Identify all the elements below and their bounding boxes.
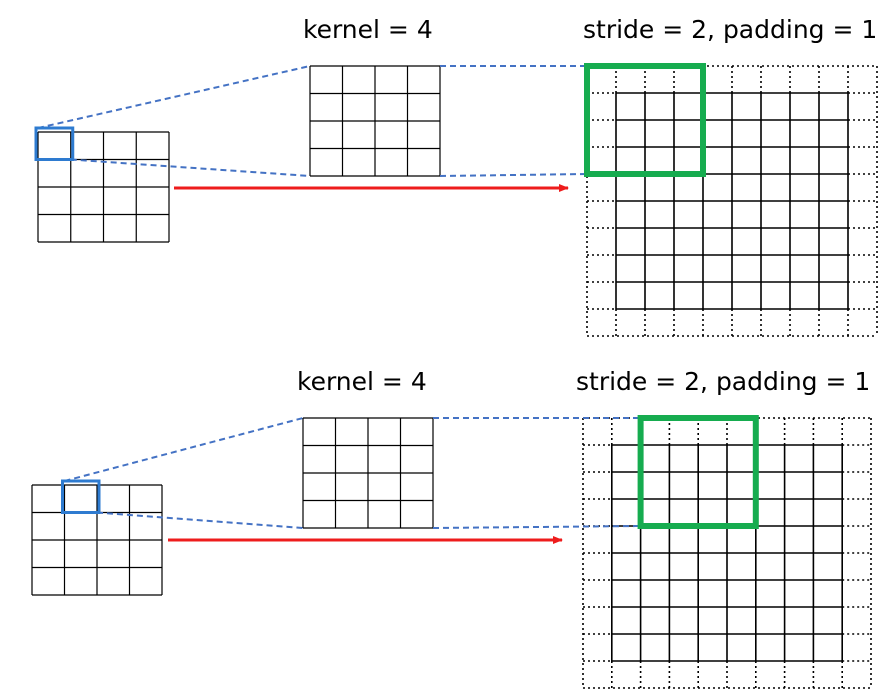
- input-highlight-box: [61, 479, 101, 514]
- output-grid: [586, 65, 878, 337]
- input-grid: [31, 484, 163, 596]
- connector-line: [96, 511, 304, 529]
- panel-1: kernel = 4 stride = 2, padding = 1: [34, 15, 878, 337]
- input-highlight-box: [34, 126, 75, 161]
- input-highlight-rect: [61, 479, 101, 514]
- kernel-label: kernel = 4: [297, 367, 427, 396]
- connector-lines: [64, 417, 641, 529]
- output-highlight-box: [637, 415, 759, 529]
- connector-line: [439, 173, 588, 177]
- kernel-label: kernel = 4: [303, 15, 433, 44]
- connector-lines: [37, 65, 588, 177]
- kernel-grid: [309, 65, 441, 177]
- output-grid: [582, 417, 872, 689]
- output-highlight-box: [584, 63, 706, 177]
- connector-line: [64, 417, 304, 482]
- stride-padding-label: stride = 2, padding = 1: [583, 15, 877, 44]
- connector-line: [432, 525, 641, 529]
- stride-padding-label: stride = 2, padding = 1: [576, 367, 870, 396]
- output-highlight-rect: [637, 415, 759, 529]
- kernel-grid: [302, 417, 434, 529]
- connector-line: [37, 65, 311, 129]
- input-grid: [37, 131, 170, 243]
- connector-line: [70, 158, 311, 177]
- input-highlight-rect: [34, 126, 75, 161]
- panel-2: kernel = 4 stride = 2, padding = 1: [31, 367, 872, 689]
- output-highlight-rect: [584, 63, 706, 177]
